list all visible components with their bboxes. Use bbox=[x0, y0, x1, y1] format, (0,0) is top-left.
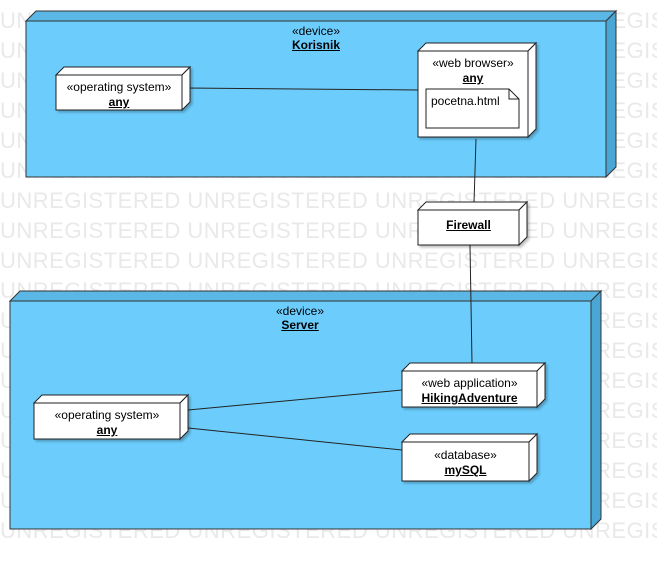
name-firewall: Firewall bbox=[446, 218, 491, 232]
stereotype-client-os: «operating system» bbox=[66, 80, 172, 94]
connector-browser-firewall[interactable] bbox=[473, 138, 477, 204]
name-web-app: HikingAdventure bbox=[421, 391, 518, 405]
node-database[interactable] bbox=[400, 432, 539, 483]
artifact-label: pocetna.html bbox=[431, 94, 500, 108]
name-server: Server bbox=[281, 318, 319, 332]
stereotype-korisnik: «device» bbox=[291, 24, 341, 38]
stereotype-server-os: «operating system» bbox=[54, 408, 160, 422]
connector-os-browser[interactable] bbox=[185, 87, 419, 91]
artifact-pocetna[interactable] bbox=[425, 88, 520, 129]
connector-firewall-webapp[interactable] bbox=[469, 244, 473, 364]
node-server-os[interactable] bbox=[32, 393, 190, 441]
node-client-os[interactable] bbox=[54, 65, 192, 112]
stereotype-server: «device» bbox=[275, 304, 325, 318]
stereotype-web-app: «web application» bbox=[421, 376, 518, 390]
stereotype-web-browser: «web browser» bbox=[432, 56, 514, 70]
name-server-os: any bbox=[96, 423, 118, 437]
node-web-application[interactable] bbox=[400, 361, 547, 409]
stereotype-database: «database» bbox=[434, 448, 497, 462]
connector-os-webapp[interactable] bbox=[187, 389, 403, 411]
name-web-browser: any bbox=[462, 71, 484, 85]
name-database: mySQL bbox=[444, 463, 487, 477]
name-client-os: any bbox=[108, 95, 130, 109]
connector-os-database[interactable] bbox=[187, 427, 403, 451]
name-korisnik: Korisnik bbox=[291, 38, 340, 52]
node-firewall[interactable] bbox=[416, 200, 529, 247]
